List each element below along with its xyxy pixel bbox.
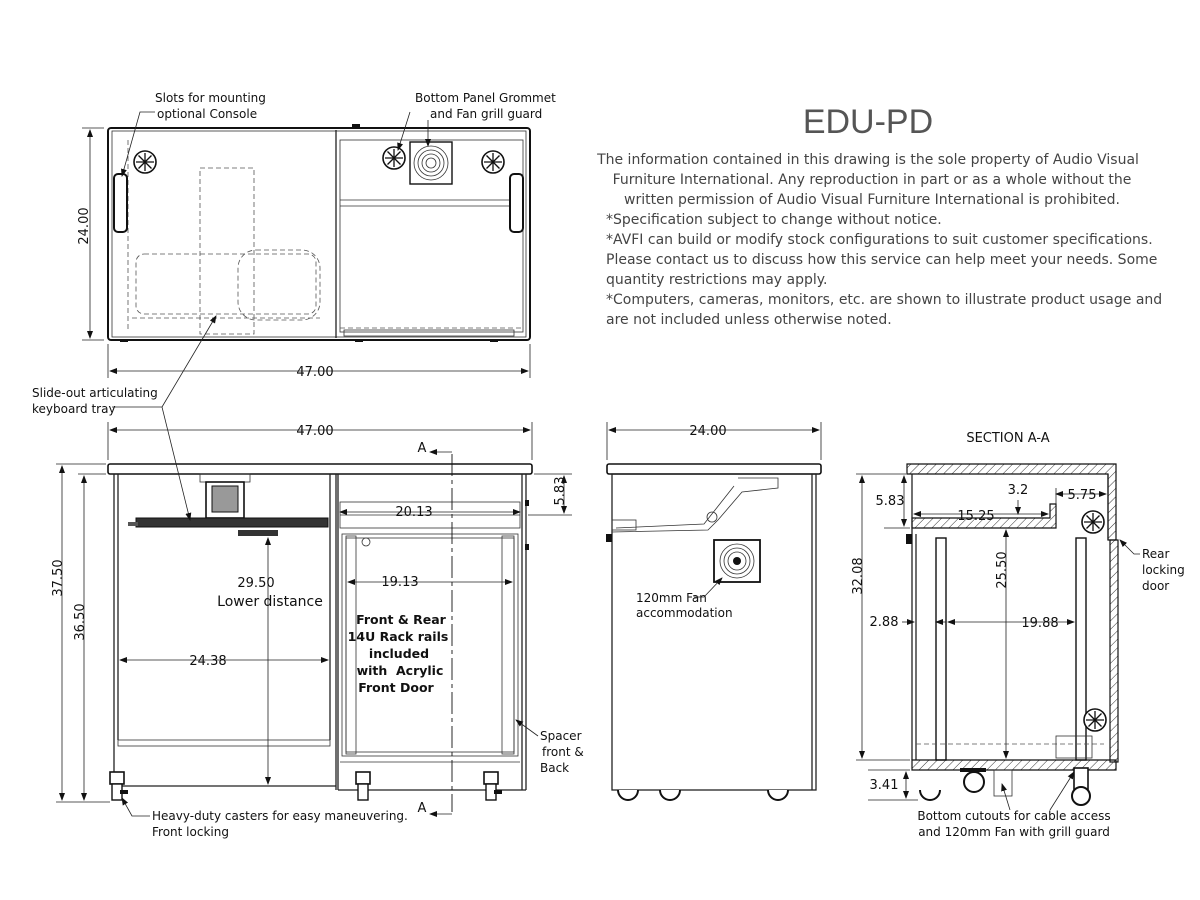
- callout-spacer: front &: [542, 745, 584, 759]
- grommet-icon: [382, 146, 406, 170]
- info-line: quantity restrictions may apply.: [606, 272, 828, 288]
- section-mark-top: A: [418, 441, 427, 456]
- top-gap-dim: 5.83: [553, 477, 568, 506]
- callout-spacer: Back: [540, 761, 569, 775]
- callout-door: door: [1142, 579, 1169, 593]
- info-line: *AVFI can build or modify stock configur…: [606, 232, 1153, 248]
- rack-note: Front Door: [358, 680, 434, 695]
- info-line: *Specification subject to change without…: [606, 212, 942, 228]
- front-view: 47.00 37.50 36.50 5.83 20.13 19.13 29.50…: [32, 315, 584, 839]
- dim-5-75: 5.75: [1068, 488, 1097, 503]
- rack-note: 14U Rack rails: [348, 629, 449, 644]
- dim-2-88: 2.88: [870, 615, 899, 630]
- side-depth-dim: 24.00: [689, 424, 726, 439]
- dim-19-88: 19.88: [1021, 616, 1058, 631]
- info-line: Please contact us to discuss how this se…: [606, 252, 1157, 268]
- info-line: are not included unless otherwise noted.: [606, 312, 892, 328]
- top-view: 24.00 47.00 Slots for mounting optional …: [77, 91, 556, 380]
- section-heading: SECTION A-A: [966, 431, 1049, 446]
- top-depth-dim: 24.00: [77, 207, 92, 244]
- side-view: 24.00 120mm Fan accommodation: [606, 422, 822, 801]
- info-line: written permission of Audio Visual Furni…: [624, 192, 1120, 208]
- fan-guard-icon: [1081, 510, 1105, 534]
- callout-grommet: and Fan grill guard: [430, 107, 542, 121]
- callout-tray: keyboard tray: [32, 402, 116, 416]
- rack-note: with Acrylic: [357, 663, 444, 678]
- callout-door: locking: [1142, 563, 1185, 577]
- info-line: Furniture International. Any reproductio…: [613, 172, 1132, 188]
- callout-door: Rear: [1142, 547, 1170, 561]
- section-mark-bottom: A: [418, 801, 427, 816]
- lower-dim: 29.50: [237, 576, 274, 591]
- callout-cutouts: Bottom cutouts for cable access: [917, 809, 1110, 823]
- dim-3-41: 3.41: [870, 778, 899, 793]
- bay-outer-dim: 20.13: [395, 505, 432, 520]
- info-block: The information contained in this drawin…: [596, 152, 1162, 328]
- dim-15-25: 15.25: [957, 509, 994, 524]
- callout-casters: Front locking: [152, 825, 229, 839]
- front-width-dim: 47.00: [296, 424, 333, 439]
- section-a-a: SECTION A-A 5.83 3.2: [851, 431, 1185, 839]
- fan-guard-icon: [481, 150, 505, 174]
- dim-32-08: 32.08: [851, 557, 866, 594]
- callout-grommet: Bottom Panel Grommet: [415, 91, 556, 105]
- callout-slots: optional Console: [157, 107, 257, 121]
- callout-cutouts: and 120mm Fan with grill guard: [918, 825, 1110, 839]
- fan-guard-icon: [133, 150, 157, 174]
- callout-slots: Slots for mounting: [155, 91, 266, 105]
- callout-casters: Heavy-duty casters for easy maneuvering.: [152, 809, 408, 823]
- callout-spacer: Spacer: [540, 729, 582, 743]
- section-top-dim: 5.83: [876, 494, 905, 509]
- lower-distance-label: Lower distance: [217, 594, 323, 610]
- bay-inner-dim: 19.13: [381, 575, 418, 590]
- rack-note: included: [369, 646, 429, 661]
- fan-guard-icon: [1083, 708, 1107, 732]
- info-line: *Computers, cameras, monitors, etc. are …: [606, 292, 1162, 308]
- info-line: The information contained in this drawin…: [596, 152, 1139, 168]
- drawing-title: EDU-PD: [803, 103, 933, 141]
- dim-3-2: 3.2: [1008, 483, 1029, 498]
- callout-tray: Slide-out articulating: [32, 386, 158, 400]
- knee-width-dim: 24.38: [189, 654, 226, 669]
- callout-fan: accommodation: [636, 606, 733, 620]
- rack-note: Front & Rear: [356, 612, 447, 627]
- callout-fan: 120mm Fan: [636, 591, 707, 605]
- body-height-dim: 36.50: [73, 603, 88, 640]
- dim-25-50: 25.50: [995, 551, 1010, 588]
- top-width-dim: 47.00: [296, 365, 333, 380]
- overall-height-dim: 37.50: [51, 559, 66, 596]
